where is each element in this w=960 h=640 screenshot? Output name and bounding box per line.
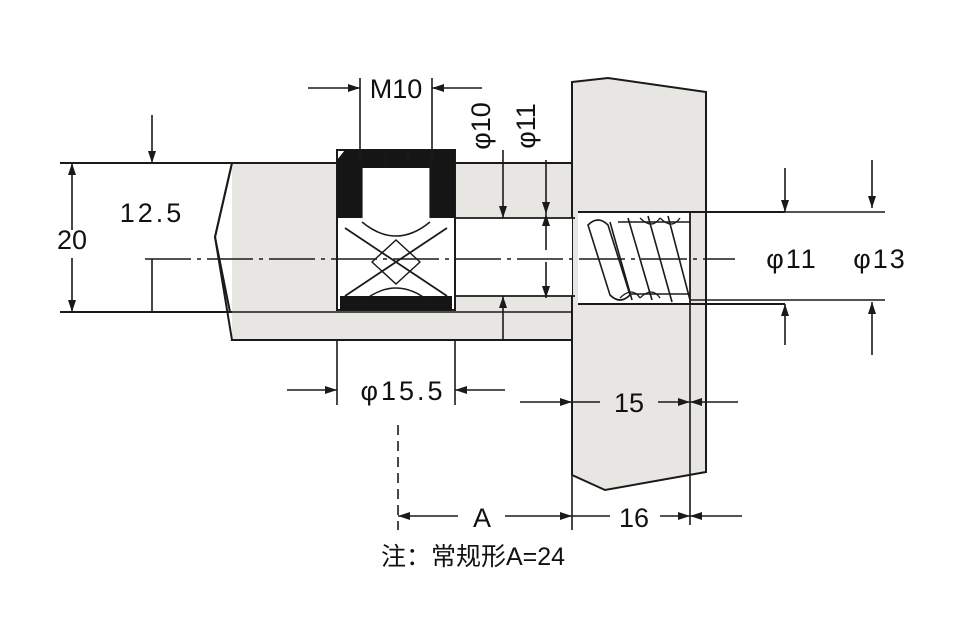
label-dia-11-top: φ11	[511, 103, 541, 149]
label-dia-13: φ13	[853, 244, 907, 274]
label-15: 15	[614, 388, 644, 418]
label-m10: M10	[370, 74, 423, 104]
label-dia-10: φ10	[466, 102, 496, 150]
dimension-lines	[68, 78, 885, 530]
label-a: A	[473, 503, 491, 533]
label-dia-15-5: φ15.5	[360, 376, 445, 406]
label-16: 16	[619, 503, 649, 533]
bolt-thread	[578, 211, 785, 305]
label-12-5: 12.5	[120, 198, 185, 228]
cam-insert	[336, 149, 456, 311]
bolt-bore	[455, 217, 575, 297]
label-dia-11-right: φ11	[766, 244, 818, 274]
note-text: 注：常规形A=24	[381, 543, 565, 571]
label-20: 20	[57, 225, 87, 255]
